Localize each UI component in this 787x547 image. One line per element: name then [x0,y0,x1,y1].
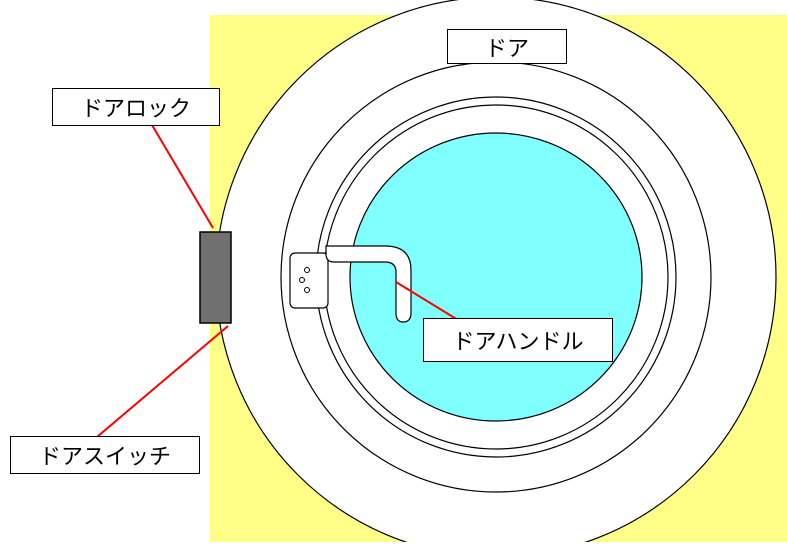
door-lock-label: ドアロック [52,88,220,126]
door-lock-leader-line [151,124,214,229]
handle-grip [325,245,412,323]
door-handle-label: ドアハンドル [423,318,613,362]
door-label: ドア [447,29,567,64]
handle-base-plate [289,252,329,309]
glass-window [349,132,643,422]
door-lock-block [199,231,232,324]
door-handle-leader-line [395,281,459,321]
door-switch-label: ドアスイッチ [10,436,200,474]
door-handle [289,245,412,323]
screw-hole-icon [304,287,310,293]
screw-hole-icon [299,277,305,283]
screw-hole-icon [304,267,310,273]
door-switch-leader-line [96,325,229,438]
